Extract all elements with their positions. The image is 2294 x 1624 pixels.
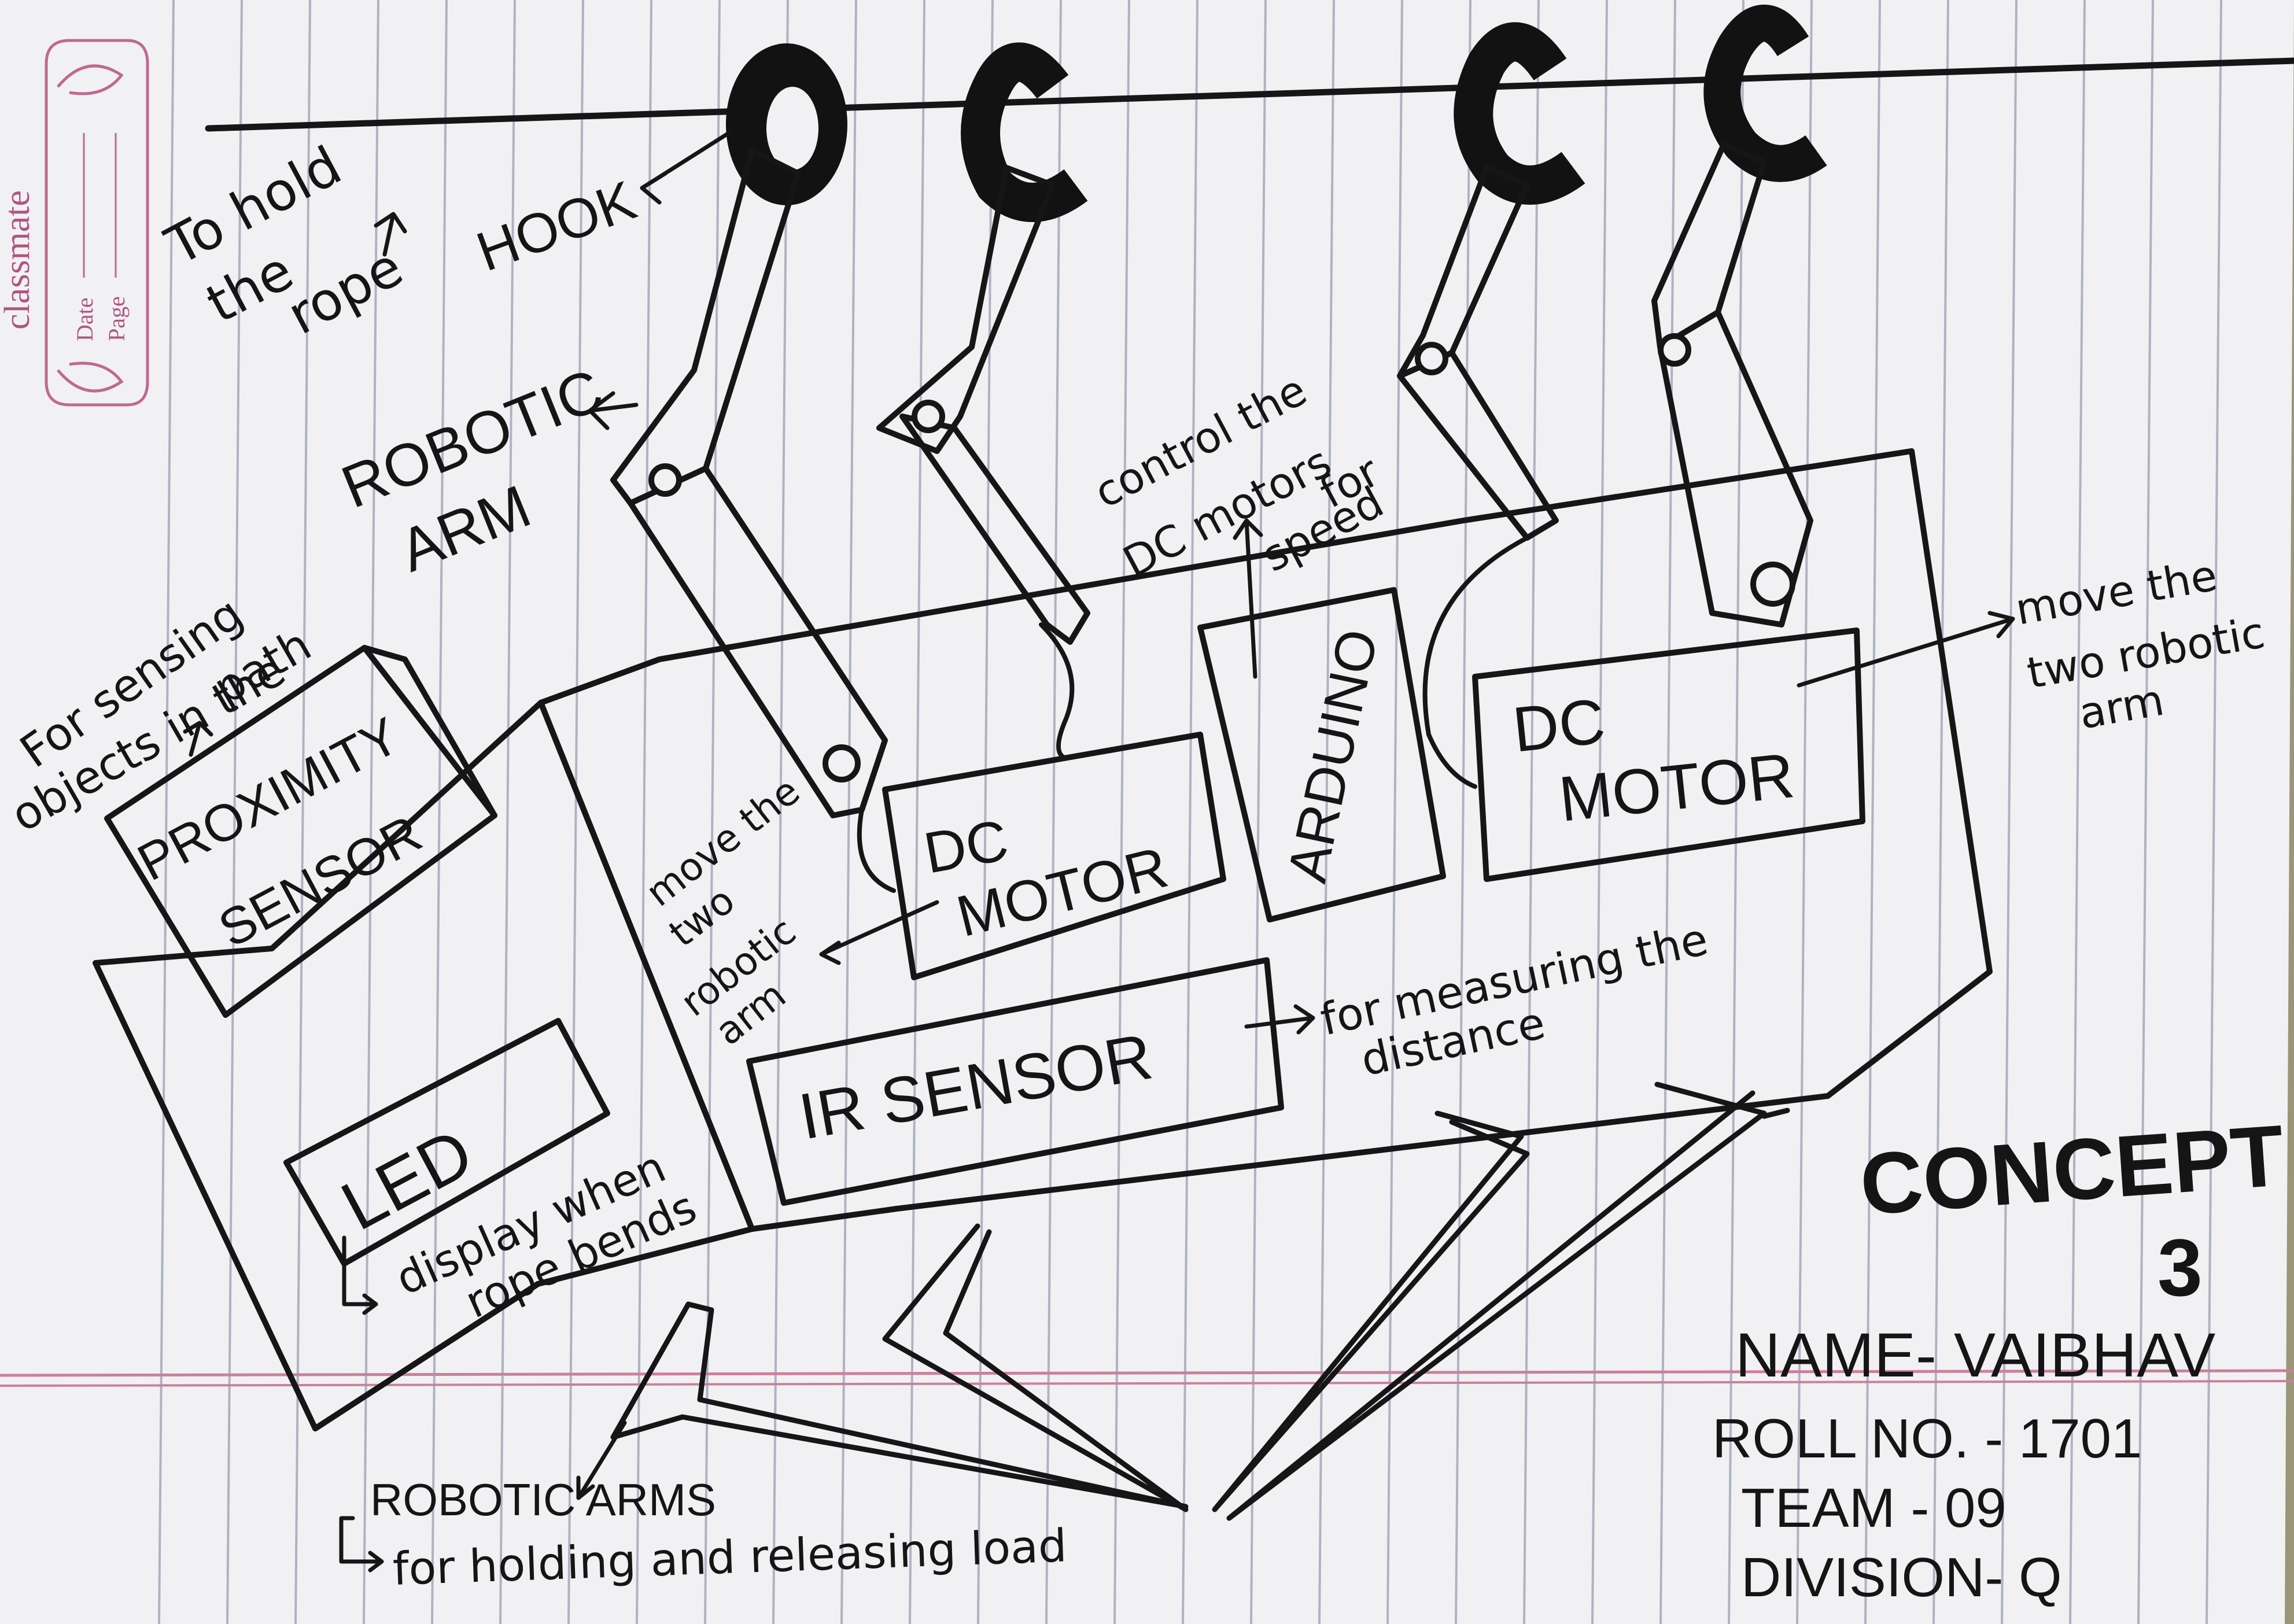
svg-text:ROBOTIC ARMS: ROBOTIC ARMS xyxy=(370,1474,716,1525)
proximity-sensor-side xyxy=(362,645,497,818)
page-ruling-line xyxy=(2069,0,2086,1624)
control-arrow xyxy=(1233,518,1263,679)
page-ruling-line xyxy=(1113,0,1130,1624)
division-line: DIVISION- Q xyxy=(1741,1547,2062,1608)
page-ruling-line xyxy=(1386,0,1403,1624)
page-ruling-line xyxy=(1318,0,1335,1624)
ir-sensor-box xyxy=(746,957,1284,1206)
hook-4 xyxy=(1703,5,1827,182)
arduino-box xyxy=(1197,587,1446,922)
info-block: CONCEPT 3 NAME- VAIBHAV ROLL NO. - 1701 … xyxy=(1712,1106,2287,1608)
page-ruling-line xyxy=(1455,0,1471,1624)
arm-wire-right xyxy=(1422,536,1529,789)
move-left-arrow xyxy=(819,900,939,965)
margin-line-top xyxy=(0,1369,2294,1377)
page-ruling-line xyxy=(772,0,789,1624)
page-ruling-line xyxy=(636,0,652,1624)
page-ruling-line xyxy=(1182,0,1198,1624)
chassis-bottom-edge xyxy=(312,1281,541,1431)
dc-motor-right-box xyxy=(1472,628,1865,882)
roll-line: ROLL NO. - 1701 xyxy=(1712,1408,2142,1470)
brand-logo-text: classmate xyxy=(0,190,37,330)
page-ruling-line xyxy=(1796,0,1813,1624)
page-ruling-line xyxy=(1864,0,1881,1624)
bottom-arms-arrow xyxy=(576,1420,627,1500)
notebook-badge: classmate Date Page xyxy=(0,39,149,407)
svg-text:DC: DC xyxy=(1510,685,1609,766)
robotic-arm-4 xyxy=(1651,142,1813,628)
hook-2 xyxy=(961,42,1088,222)
gripper-right xyxy=(1212,1082,1790,1521)
robotic-arm-1 xyxy=(610,147,888,818)
robotic-arm-arrow xyxy=(588,391,639,430)
arm-wire-left xyxy=(857,807,896,893)
page-ruling-line xyxy=(226,0,243,1624)
gripper-left xyxy=(610,1223,1189,1512)
page-ruling-line xyxy=(2001,0,2018,1624)
annotation-arrows xyxy=(183,131,2015,1573)
robotic-arm-3 xyxy=(1397,165,1559,541)
page-ruling-line xyxy=(1591,0,1608,1624)
hold-rope-arrow xyxy=(374,212,407,257)
page-ruling-line xyxy=(1659,0,1676,1624)
name-line: NAME- VAIBHAV xyxy=(1735,1320,2215,1390)
page-ruling-line xyxy=(2137,0,2154,1624)
page-ruling-line xyxy=(1250,0,1267,1624)
page-ruling-line xyxy=(1045,0,1062,1624)
led-arrow xyxy=(342,1235,378,1315)
team-line: TEAM - 09 xyxy=(1741,1477,2007,1539)
move-right-arrow xyxy=(1797,611,2015,688)
rope xyxy=(205,57,2294,132)
sensing-arrow xyxy=(183,721,213,757)
hook-1 xyxy=(726,43,847,205)
hook-arrow xyxy=(640,131,731,205)
led-box xyxy=(283,1018,610,1267)
chassis-frame xyxy=(538,448,1993,1232)
page-label: Page xyxy=(104,296,130,341)
arm-wire-mid xyxy=(1039,622,1075,760)
page-ruling-line xyxy=(1523,0,1540,1624)
page-ruling-line xyxy=(567,0,584,1624)
page-ruling-line xyxy=(294,0,311,1624)
bottom-arms-bracket xyxy=(339,1516,384,1573)
robotic-arm-2 xyxy=(876,165,1090,645)
concept-number: 3 xyxy=(2157,1222,2203,1313)
svg-text:DC: DC xyxy=(919,807,1013,885)
ir-arrow xyxy=(1244,1004,1315,1035)
page-ruling-line xyxy=(363,0,379,1624)
date-label: Date xyxy=(72,297,98,341)
page-ruling-line xyxy=(977,0,994,1624)
page-ruling-line xyxy=(1932,0,1949,1624)
page-ruling-line xyxy=(499,0,516,1624)
page-ruling-line xyxy=(1728,0,1745,1624)
page-ruling-line xyxy=(2206,0,2222,1624)
page-ruling-line xyxy=(158,0,175,1624)
